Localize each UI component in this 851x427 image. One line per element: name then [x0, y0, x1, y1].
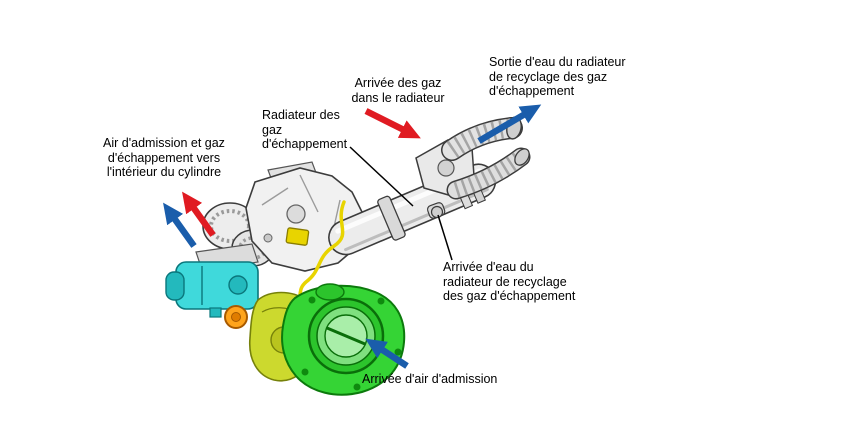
leader-water-inlet — [437, 214, 453, 261]
label-water-inlet: Arrivée d'eau du radiateur de recyclage … — [443, 260, 576, 303]
leader-radiator — [349, 146, 414, 207]
exhaust-to-cylinder-arrow — [182, 191, 216, 237]
label-intake-air-arrival: Arrivée d'air d'admission — [362, 372, 498, 386]
intake-air-arrow — [365, 338, 409, 369]
coolant-hose-lower — [446, 147, 531, 200]
label-gas-arrival-into-radiator: Arrivée des gaz dans le radiateur — [351, 76, 445, 105]
throttle-body — [281, 283, 406, 396]
vacuum-solenoid — [165, 243, 259, 318]
seal-ring — [224, 305, 248, 329]
water-inlet-stub — [426, 202, 446, 219]
label-water-outlet: Sortie d'eau du radiateur de recyclage d… — [489, 55, 626, 98]
gas-into-radiator-arrow — [364, 108, 421, 139]
admission-to-cylinder-arrow — [163, 202, 197, 248]
solenoid-wire — [285, 200, 346, 302]
label-intake-exhaust-to-cylinder: Air d'admission et gaz d'échappement ver… — [103, 136, 225, 179]
label-exhaust-gas-radiator: Radiateur des gaz d'échappement — [262, 108, 348, 151]
water-outlet-arrow — [477, 104, 542, 144]
